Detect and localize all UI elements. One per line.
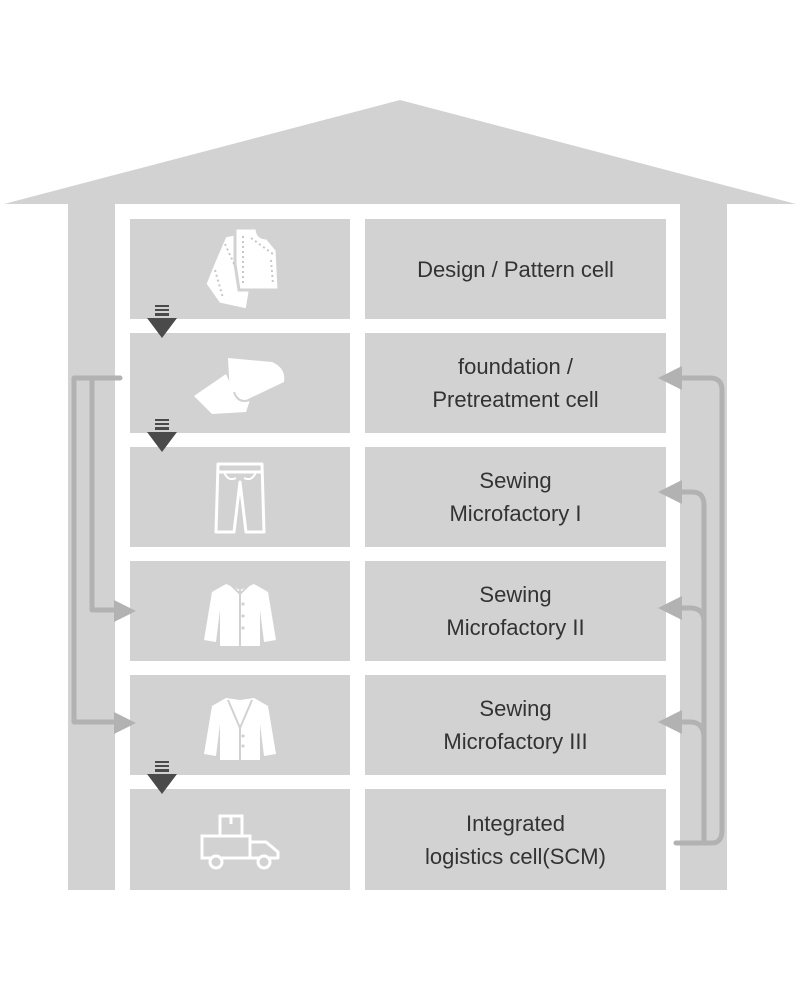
foundation-line-2: Pretreatment cell (432, 387, 599, 412)
sewing-3-line-2: Microfactory III (443, 729, 588, 754)
label-cell-sewing-2 (365, 561, 666, 661)
label-cell-sewing-1 (365, 447, 666, 547)
sewing-2-line-2: Microfactory II (446, 615, 585, 640)
trousers-icon (214, 462, 266, 534)
logistics-line-2: logistics cell(SCM) (425, 843, 606, 869)
down-arrow-3 (147, 761, 177, 794)
house-roof (4, 100, 796, 204)
label-cell-sewing-3 (365, 675, 666, 775)
left-arrowhead-sewing-2 (114, 600, 136, 622)
sewing-2-line-1: Sewing (479, 582, 552, 607)
sewing-1-line-1: Sewing (479, 468, 552, 493)
folded-fabric-icon (194, 358, 285, 414)
left-bypass-arrows (71, 375, 123, 725)
down-arrow-2 (147, 419, 177, 452)
label-cell-foundation (365, 333, 666, 433)
foundation-line-1: foundation / (458, 354, 573, 379)
right-arrowhead-foundation (658, 366, 682, 390)
logistics-line-1: Integrated (465, 810, 566, 836)
pattern-pieces-icon (203, 226, 281, 312)
logistics-label: Integrated logistics cell(SCM) (365, 789, 666, 890)
icon-cell-logistics (130, 789, 350, 890)
shirt-icon (204, 583, 276, 646)
foundation-label: foundation / Pretreatment cell (365, 333, 666, 433)
right-arrowhead-sewing-1 (658, 480, 682, 504)
delivery-truck-icon (200, 814, 280, 870)
sewing-1-label: Sewing Microfactory I (365, 447, 666, 547)
right-return-arrows (673, 375, 725, 846)
label-cell-design (365, 219, 666, 319)
label-cell-logistics (365, 789, 666, 890)
right-arrowhead-sewing-3 (658, 710, 682, 734)
sewing-3-label: Sewing Microfactory III (365, 675, 666, 775)
down-arrow-1 (147, 305, 177, 338)
jacket-icon (204, 698, 276, 760)
design-pattern-label: Design / Pattern cell (365, 219, 666, 319)
design-pattern-line-1: Design / Pattern cell (417, 256, 614, 282)
sewing-1-line-2: Microfactory I (449, 501, 582, 526)
sewing-2-label: Sewing Microfactory II (365, 561, 666, 661)
left-arrowhead-sewing-3 (114, 712, 136, 734)
right-arrowhead-sewing-2 (658, 596, 682, 620)
sewing-3-line-1: Sewing (479, 696, 552, 721)
